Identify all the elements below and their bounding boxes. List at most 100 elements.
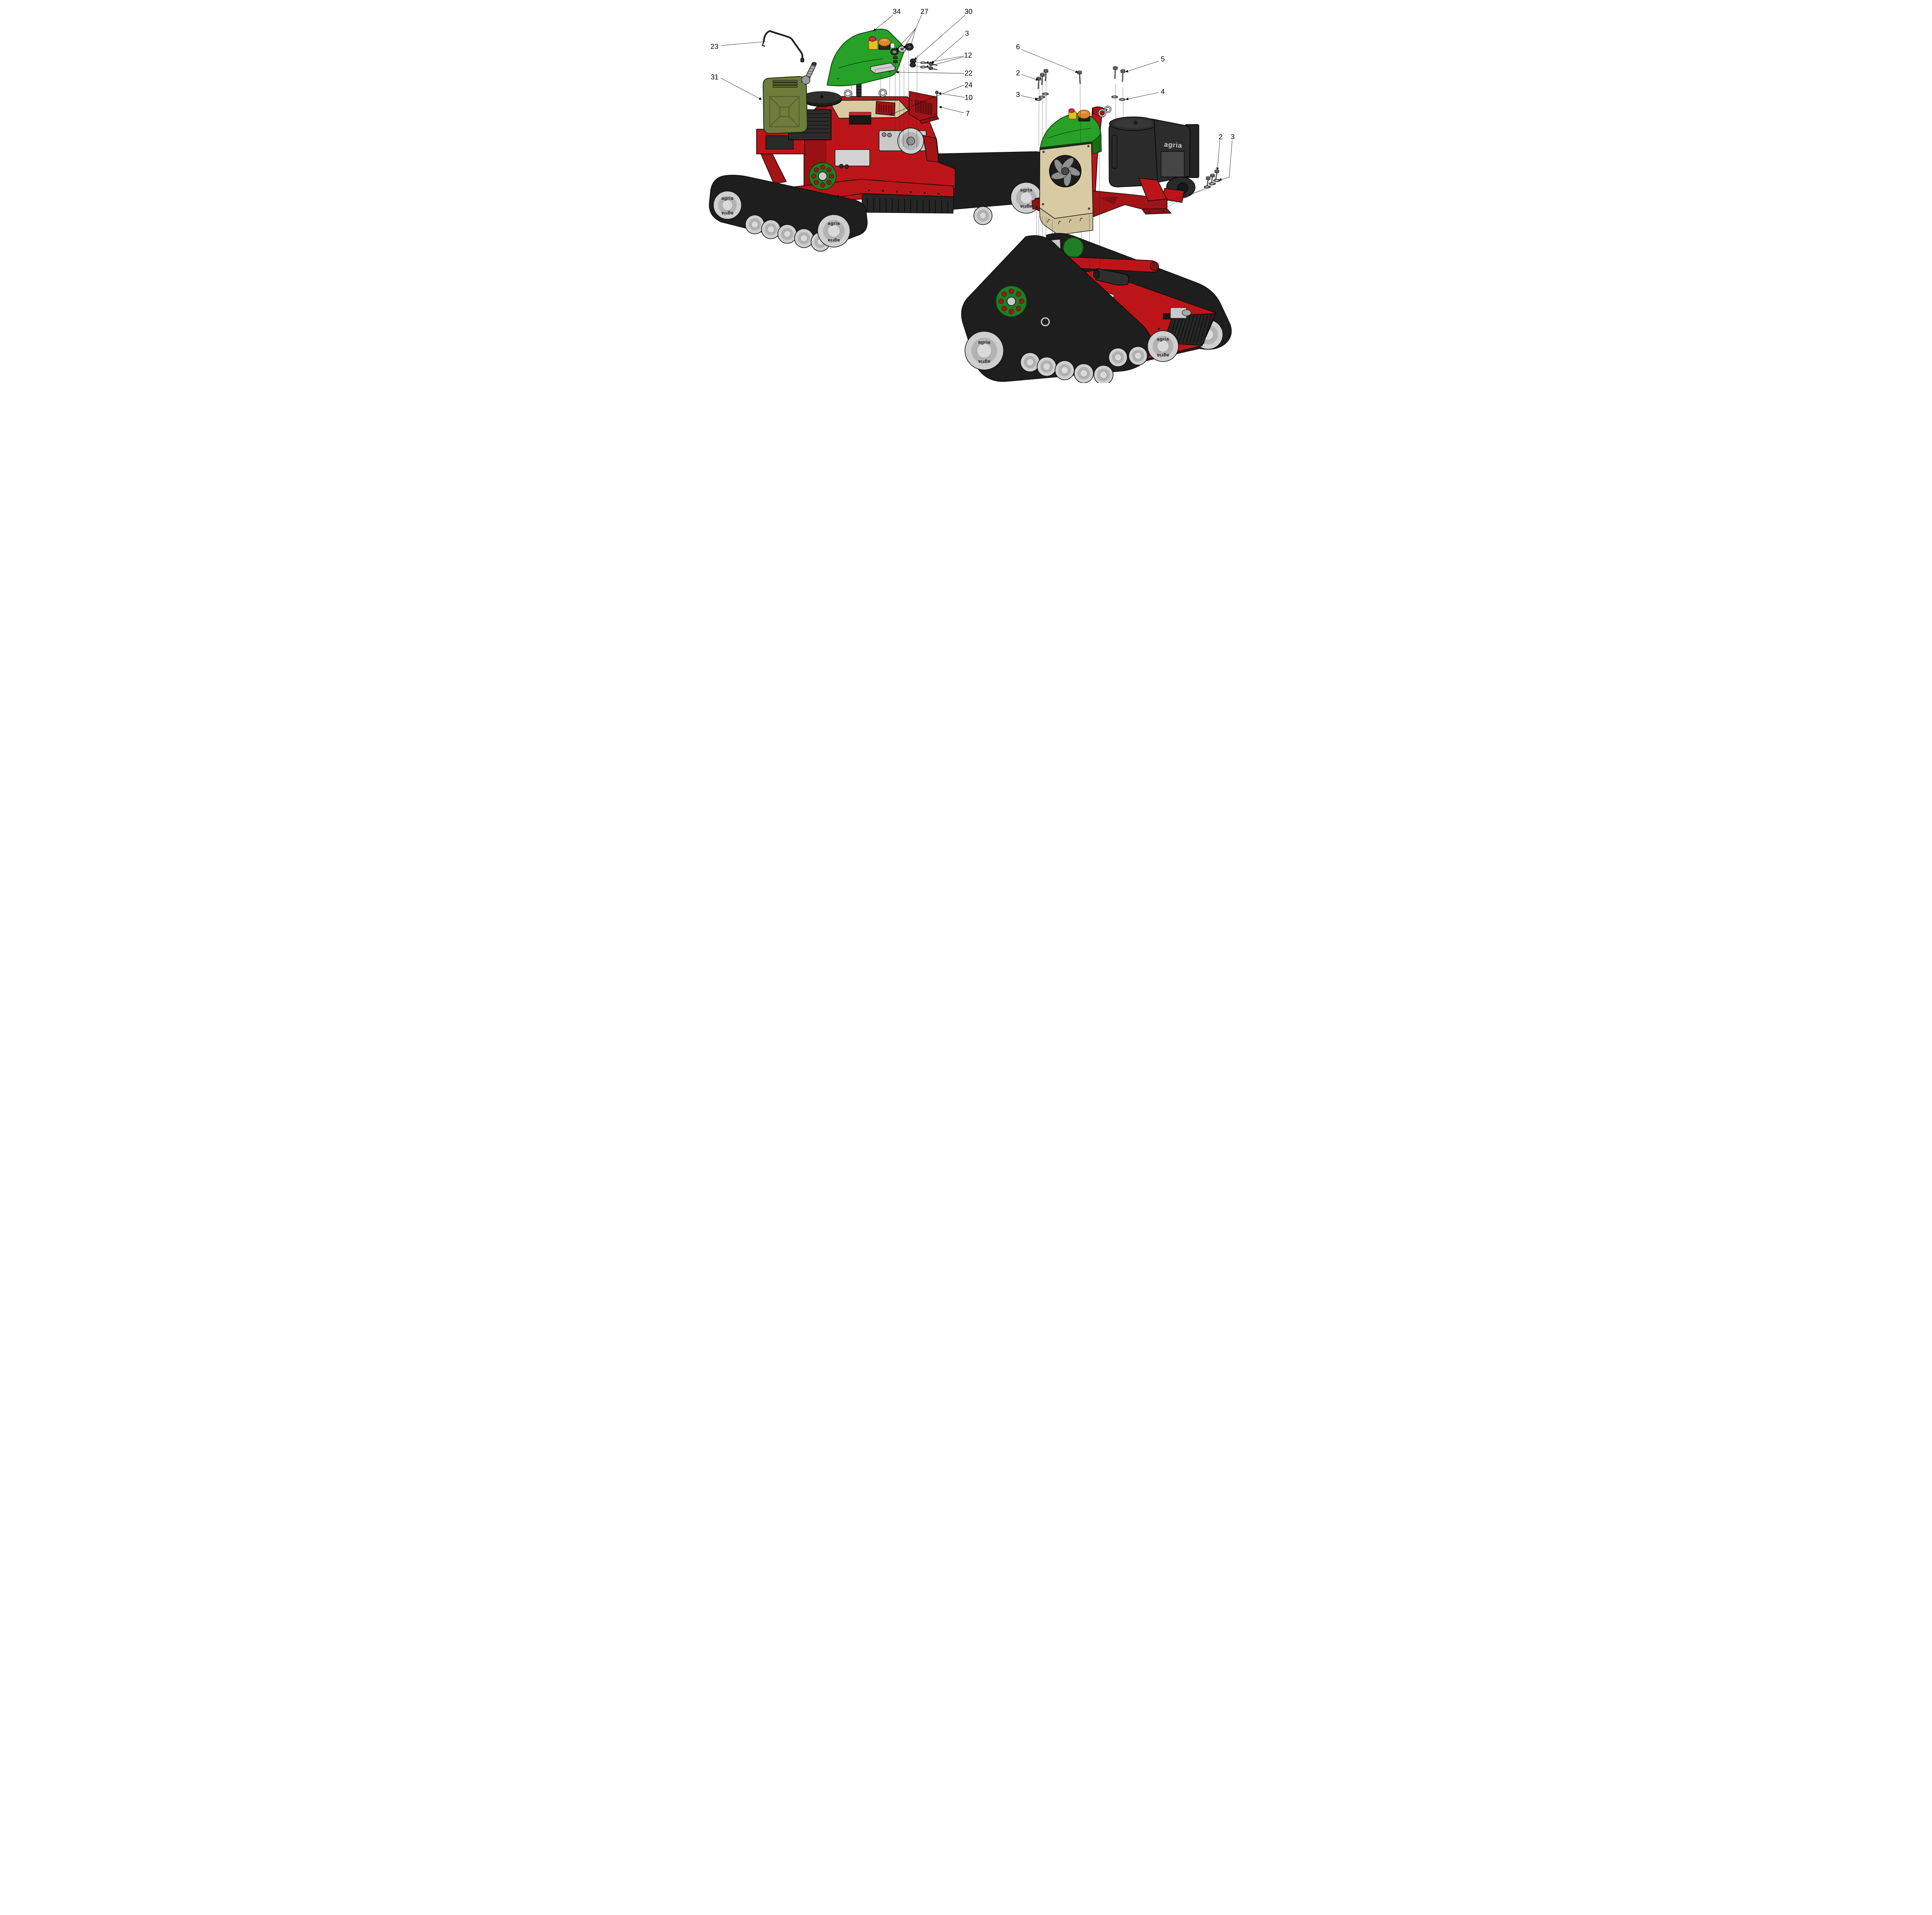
svg-text:agria: agria bbox=[1020, 187, 1032, 192]
bolt bbox=[1040, 73, 1045, 85]
svg-text:agria: agria bbox=[1157, 336, 1169, 342]
washer bbox=[1208, 182, 1216, 185]
track bbox=[961, 235, 1152, 382]
part-number-label: 2 bbox=[1016, 69, 1020, 77]
svg-text:agria: agria bbox=[1157, 353, 1169, 358]
beacon bbox=[1077, 109, 1090, 119]
hardware bbox=[1035, 66, 1220, 189]
callout-23: 23 bbox=[710, 41, 764, 51]
callout-4: 4 bbox=[1125, 88, 1165, 100]
callout-3-left: 3 bbox=[931, 29, 969, 64]
emergency-stop-button bbox=[868, 36, 876, 42]
leader-line bbox=[1125, 92, 1159, 100]
callout-22: 22 bbox=[896, 69, 972, 77]
callout-30: 30 bbox=[914, 7, 972, 60]
right-chassis: agria agria agria agria bbox=[961, 233, 1231, 383]
drive-sprocket bbox=[808, 162, 837, 190]
part-number-label: 3 bbox=[1231, 133, 1235, 141]
right-upper-assembly: agria bbox=[1031, 105, 1199, 235]
leader-line bbox=[938, 92, 964, 98]
callout-7: 7 bbox=[939, 106, 969, 117]
vent-panel-mounted bbox=[875, 101, 895, 116]
part-number-label: 10 bbox=[964, 94, 972, 102]
engine: agria bbox=[1108, 116, 1196, 203]
hood bbox=[826, 29, 905, 87]
fan-panel bbox=[1039, 141, 1093, 235]
svg-text:agria: agria bbox=[978, 339, 990, 345]
screw bbox=[935, 90, 939, 97]
callout-3-right: 3 bbox=[1218, 133, 1235, 181]
callout-31: 31 bbox=[711, 73, 762, 100]
emergency-stop-button bbox=[1068, 108, 1075, 113]
cap bbox=[909, 62, 916, 68]
leader-line bbox=[910, 28, 916, 46]
stud-mount bbox=[893, 56, 898, 59]
idler-wheel: agria agria bbox=[713, 190, 742, 220]
svg-text:agria: agria bbox=[721, 211, 733, 216]
hood bbox=[1039, 108, 1102, 154]
bolt bbox=[1036, 77, 1041, 89]
antenna-part bbox=[890, 43, 895, 48]
callout-27: 27 bbox=[895, 7, 928, 51]
bearing-mount bbox=[1170, 307, 1191, 319]
svg-text:agria: agria bbox=[978, 359, 990, 365]
callout-10: 10 bbox=[938, 92, 973, 102]
left-machine: agria agria bbox=[709, 29, 1060, 252]
guide-lines bbox=[851, 50, 1216, 280]
wire-handle bbox=[761, 30, 804, 63]
connector bbox=[844, 164, 849, 169]
bolt bbox=[1206, 176, 1210, 186]
drive-sprocket bbox=[995, 285, 1027, 317]
panel-apron bbox=[1039, 207, 1093, 235]
road-wheel bbox=[1020, 346, 1148, 383]
eye-bolt bbox=[1040, 317, 1050, 327]
callout-24: 24 bbox=[889, 81, 972, 116]
leader-line bbox=[1021, 49, 1078, 73]
connector bbox=[839, 164, 844, 168]
bracket bbox=[870, 63, 895, 74]
svg-text:agria: agria bbox=[721, 196, 733, 201]
leader-line bbox=[925, 56, 964, 64]
svg-text:agria: agria bbox=[828, 221, 840, 226]
bolt bbox=[1210, 173, 1215, 184]
grommet-set bbox=[890, 43, 937, 70]
part-number-label: 3 bbox=[965, 29, 969, 37]
eye-bolt bbox=[1098, 105, 1111, 117]
jerry-can bbox=[762, 62, 816, 134]
part-number-label: 7 bbox=[966, 109, 969, 117]
leader-line bbox=[889, 85, 964, 116]
callout-2-right: 2 bbox=[1216, 133, 1222, 170]
part-number-label: 2 bbox=[1218, 133, 1222, 141]
leader-line bbox=[720, 78, 762, 100]
washer bbox=[1042, 92, 1049, 95]
leader-line bbox=[914, 15, 965, 60]
washer bbox=[1111, 95, 1118, 99]
part-number-label: 12 bbox=[964, 51, 972, 59]
callout-6: 6 bbox=[1016, 43, 1078, 73]
screw bbox=[928, 66, 933, 70]
leader-line bbox=[903, 28, 916, 49]
lift-arm bbox=[1060, 256, 1159, 273]
road-wheel bbox=[745, 214, 830, 252]
washer bbox=[1038, 95, 1045, 99]
part-number-label: 5 bbox=[1161, 55, 1165, 63]
leader-line bbox=[925, 56, 964, 68]
svg-text:agria: agria bbox=[828, 238, 840, 243]
bolt bbox=[1043, 69, 1048, 82]
part-number-label: 6 bbox=[1016, 43, 1020, 51]
callout-5: 5 bbox=[1125, 55, 1165, 73]
part-number-label: 22 bbox=[964, 69, 972, 77]
leader-line bbox=[1021, 95, 1038, 100]
leader-line bbox=[896, 71, 964, 74]
part-number-label: 30 bbox=[964, 7, 972, 15]
svg-text:agria: agria bbox=[1020, 204, 1032, 209]
svg-text:agria: agria bbox=[1164, 140, 1182, 149]
leader-line bbox=[939, 106, 964, 113]
leader-line bbox=[1125, 61, 1159, 73]
leader-line bbox=[931, 36, 964, 64]
leader-line bbox=[1218, 140, 1232, 181]
part-number-label: 3 bbox=[1016, 90, 1020, 99]
bolt bbox=[1077, 70, 1082, 84]
part-number-label: 24 bbox=[964, 81, 972, 89]
